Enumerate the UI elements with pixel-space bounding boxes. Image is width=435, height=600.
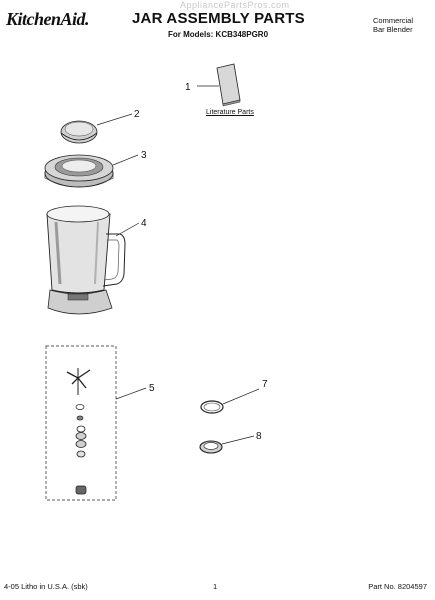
jar-lid[interactable] — [44, 154, 114, 188]
callout-8: 8 — [256, 431, 262, 442]
leader-line-2 — [96, 113, 133, 126]
callout-2: 2 — [134, 109, 140, 120]
product-type: Commercial Bar Blender — [373, 16, 425, 34]
jar-gasket[interactable] — [200, 400, 224, 414]
leader-line-3 — [112, 154, 139, 166]
product-line-2: Bar Blender — [373, 25, 413, 34]
model-line: For Models: KCB348PGR0 — [168, 30, 269, 39]
callout-3: 3 — [141, 150, 147, 161]
blade-assembly-box — [45, 345, 117, 501]
page-number: 1 — [213, 582, 218, 591]
leader-line-8 — [221, 435, 255, 445]
watermark-text: AppliancePartsPros.com — [180, 0, 290, 10]
part-number: Part No. 8204597 — [368, 582, 427, 591]
page-title: JAR ASSEMBLY PARTS — [132, 10, 305, 27]
callout-7: 7 — [262, 379, 268, 390]
jar-bearing[interactable] — [199, 440, 223, 454]
literature-parts-label: Literature Parts — [206, 109, 254, 116]
product-line-1: Commercial — [373, 16, 414, 25]
footer-print-info: 4-05 Litho in U.S.A. (sbk) — [4, 582, 88, 591]
callout-5: 5 — [149, 383, 155, 394]
literature-booklet[interactable] — [216, 63, 241, 107]
blender-jar[interactable] — [46, 205, 126, 315]
callout-4: 4 — [141, 218, 147, 229]
leader-line-5 — [115, 387, 147, 400]
brand-logo: KitchenAid. — [6, 9, 90, 29]
lid-cap[interactable] — [60, 120, 98, 144]
blade-assembly[interactable] — [66, 368, 91, 495]
leader-line-4 — [115, 222, 140, 237]
callout-1: 1 — [185, 82, 191, 93]
leader-line-7 — [222, 388, 260, 405]
